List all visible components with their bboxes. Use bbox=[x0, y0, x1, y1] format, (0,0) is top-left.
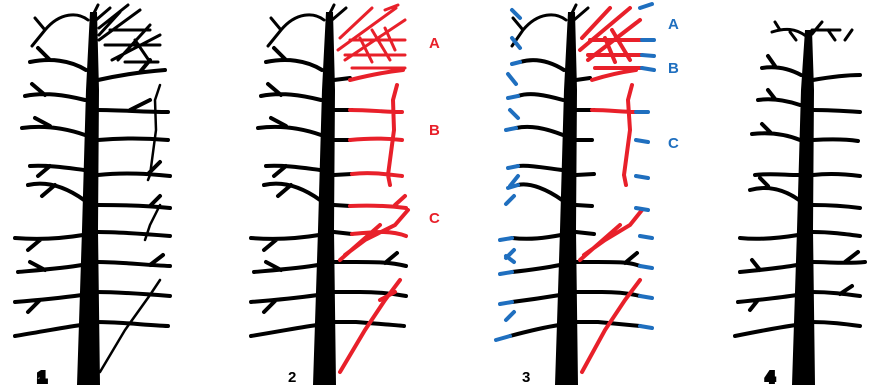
panel-1: 1 bbox=[13, 3, 172, 385]
panel-1-right-branches bbox=[95, 58, 172, 328]
panel-1-left-branches bbox=[13, 46, 88, 338]
panel-3-right-branches bbox=[573, 76, 642, 328]
panel-3-trunk bbox=[555, 12, 578, 385]
panel-4-left-branches bbox=[733, 54, 803, 338]
panel-3-red-cuts bbox=[578, 6, 644, 374]
panel-3-left-branches bbox=[508, 58, 566, 338]
panel-2-cuts-c bbox=[338, 194, 410, 374]
panel-4-crown bbox=[770, 20, 854, 42]
panel-3-number: 3 bbox=[522, 369, 530, 385]
panel-2-number: 2 bbox=[288, 369, 296, 385]
panel-1-trunk bbox=[77, 12, 100, 385]
panel-4: 4 bbox=[733, 20, 867, 385]
panel-2: A B C 2 bbox=[249, 3, 440, 385]
panel-2-trunk bbox=[313, 12, 336, 385]
panel-2-crown bbox=[266, 3, 348, 48]
panel-2-right-branches bbox=[331, 76, 408, 328]
panel-2-left-branches bbox=[249, 46, 324, 338]
panel-3-label-b: B bbox=[668, 60, 679, 77]
panel-1-shoots bbox=[98, 83, 162, 374]
panel-2-label-b: B bbox=[429, 122, 440, 139]
panel-2-cuts-b bbox=[348, 68, 405, 187]
panel-4-right-branches bbox=[810, 73, 867, 328]
panel-3-blue-cuts-right bbox=[634, 2, 656, 330]
panel-4-number: 4 bbox=[766, 369, 775, 385]
panel-2-label-c: C bbox=[429, 210, 440, 227]
panel-4-trunk bbox=[792, 30, 815, 385]
panel-1-crown bbox=[30, 3, 162, 64]
panel-3-blue-cuts-left bbox=[494, 8, 522, 342]
panel-3-label-a: A bbox=[668, 16, 679, 33]
panel-2-label-a: A bbox=[429, 35, 440, 52]
panel-1-number: 1 bbox=[38, 369, 46, 385]
panel-2-cuts-a bbox=[336, 3, 407, 70]
panel-3: A B C 3 bbox=[494, 2, 679, 385]
panel-3-label-c: C bbox=[668, 135, 679, 152]
panel-3-crown bbox=[510, 3, 590, 48]
